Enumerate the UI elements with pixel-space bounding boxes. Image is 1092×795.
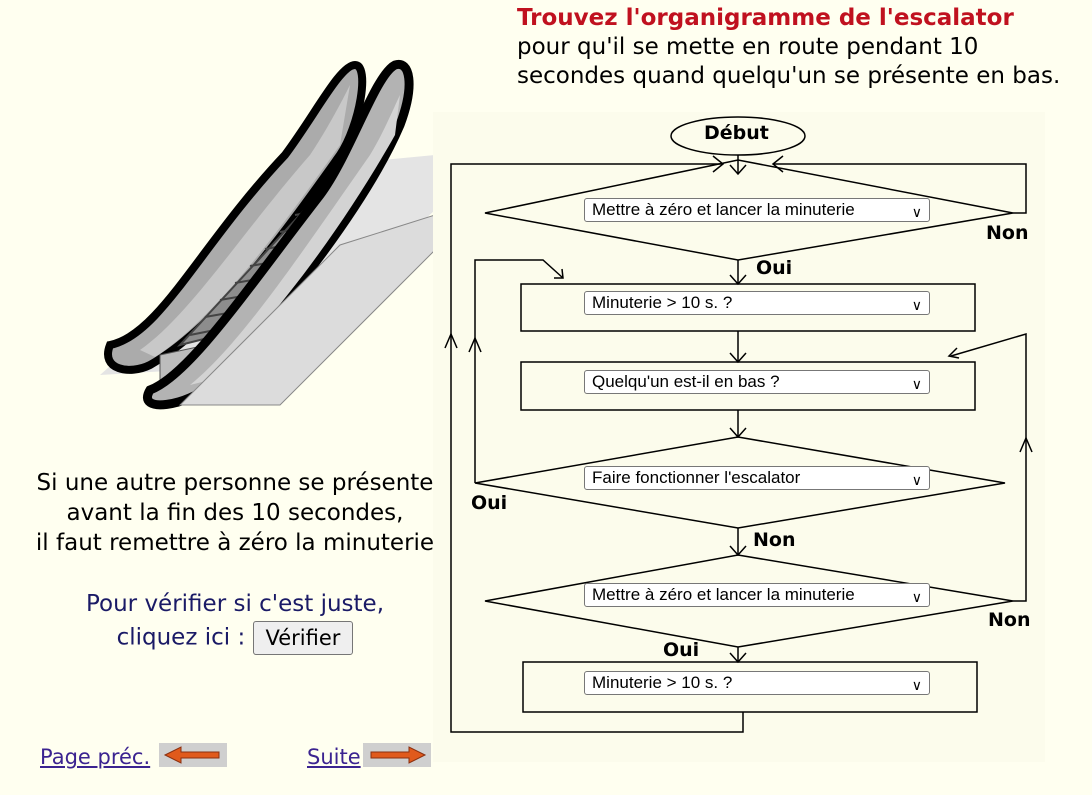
info-line-3: il faut remettre à zéro la minuterie — [0, 528, 470, 558]
chevron-down-icon: ∨ — [912, 586, 922, 607]
verify-button[interactable]: Vérifier — [253, 621, 354, 655]
chevron-down-icon: ∨ — [912, 373, 922, 394]
select-step-3[interactable]: Quelqu'un est-il en bas ?∨ — [584, 370, 930, 394]
verify-section: Pour vérifier si c'est juste, cliquez ic… — [0, 588, 470, 655]
start-label: Début — [704, 122, 769, 144]
label-oui-2: Oui — [471, 492, 507, 514]
escalator-illustration — [40, 45, 435, 430]
select-step-6[interactable]: Minuterie > 10 s. ?∨ — [584, 671, 930, 695]
next-page-link[interactable]: Suite — [307, 745, 361, 769]
chevron-down-icon: ∨ — [912, 294, 922, 315]
page-title: Trouvez l'organigramme de l'escalator — [517, 4, 1087, 33]
verify-line-1: Pour vérifier si c'est juste, — [0, 588, 470, 621]
label-non-3: Non — [988, 609, 1030, 631]
info-line-2: avant la fin des 10 secondes, — [0, 498, 470, 528]
select-step-1[interactable]: Mettre à zéro et lancer la minuterie∨ — [584, 198, 930, 222]
prev-page-link[interactable]: Page préc. — [40, 745, 150, 769]
select-step-2[interactable]: Minuterie > 10 s. ?∨ — [584, 291, 930, 315]
label-non-2: Non — [753, 529, 795, 551]
right-arrow-icon[interactable] — [363, 743, 431, 767]
header: Trouvez l'organigramme de l'escalator po… — [517, 4, 1087, 91]
flowchart: Mettre à zéro et lancer la minuterie∨ Mi… — [433, 112, 1045, 762]
label-oui-3: Oui — [663, 639, 699, 661]
left-arrow-icon[interactable] — [159, 743, 227, 767]
label-non-1: Non — [986, 222, 1028, 244]
verify-prompt: cliquez ici : — [117, 625, 246, 651]
info-text: Si une autre personne se présente avant … — [0, 468, 470, 558]
chevron-down-icon: ∨ — [912, 469, 922, 490]
select-step-5[interactable]: Mettre à zéro et lancer la minuterie∨ — [584, 583, 930, 607]
chevron-down-icon: ∨ — [912, 201, 922, 222]
select-step-4[interactable]: Faire fonctionner l'escalator∨ — [584, 466, 930, 490]
label-oui-1: Oui — [756, 257, 792, 279]
info-line-1: Si une autre personne se présente — [0, 468, 470, 498]
chevron-down-icon: ∨ — [912, 674, 922, 695]
subtitle-line-2: secondes quand quelqu'un se présente en … — [517, 62, 1087, 91]
subtitle-line-1: pour qu'il se mette en route pendant 10 — [517, 33, 1087, 62]
